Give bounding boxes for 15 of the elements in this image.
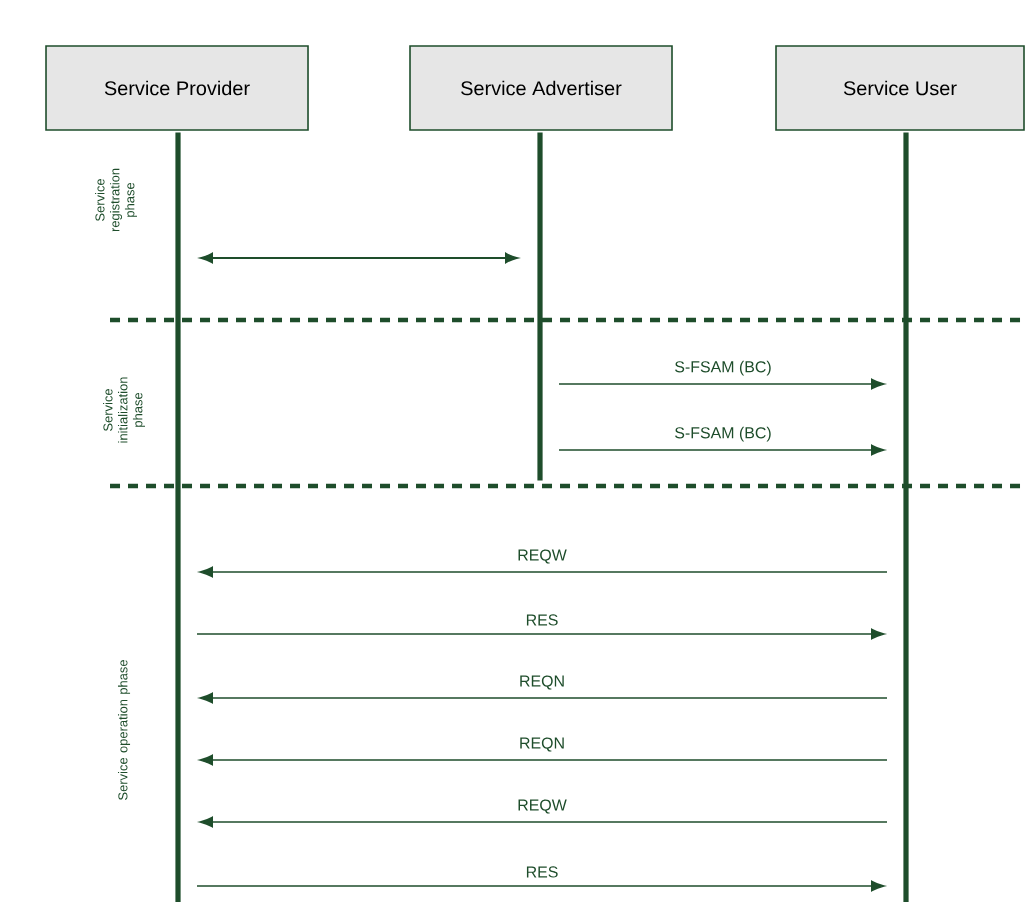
participant-box: Service User bbox=[775, 45, 1025, 131]
message-arrow bbox=[199, 692, 888, 704]
lifeline bbox=[537, 132, 543, 481]
participant-box: Service Advertiser bbox=[409, 45, 673, 131]
message-arrow bbox=[199, 754, 888, 766]
message-arrow bbox=[558, 444, 885, 456]
message-arrow bbox=[200, 252, 518, 264]
message-arrow bbox=[196, 628, 885, 640]
message-arrow bbox=[199, 566, 888, 578]
message-arrow bbox=[196, 880, 885, 892]
participant-box: Service Provider bbox=[45, 45, 309, 131]
message-arrow bbox=[558, 378, 885, 390]
message-arrow bbox=[199, 816, 888, 828]
lifeline bbox=[175, 132, 181, 902]
lifeline bbox=[903, 132, 909, 902]
